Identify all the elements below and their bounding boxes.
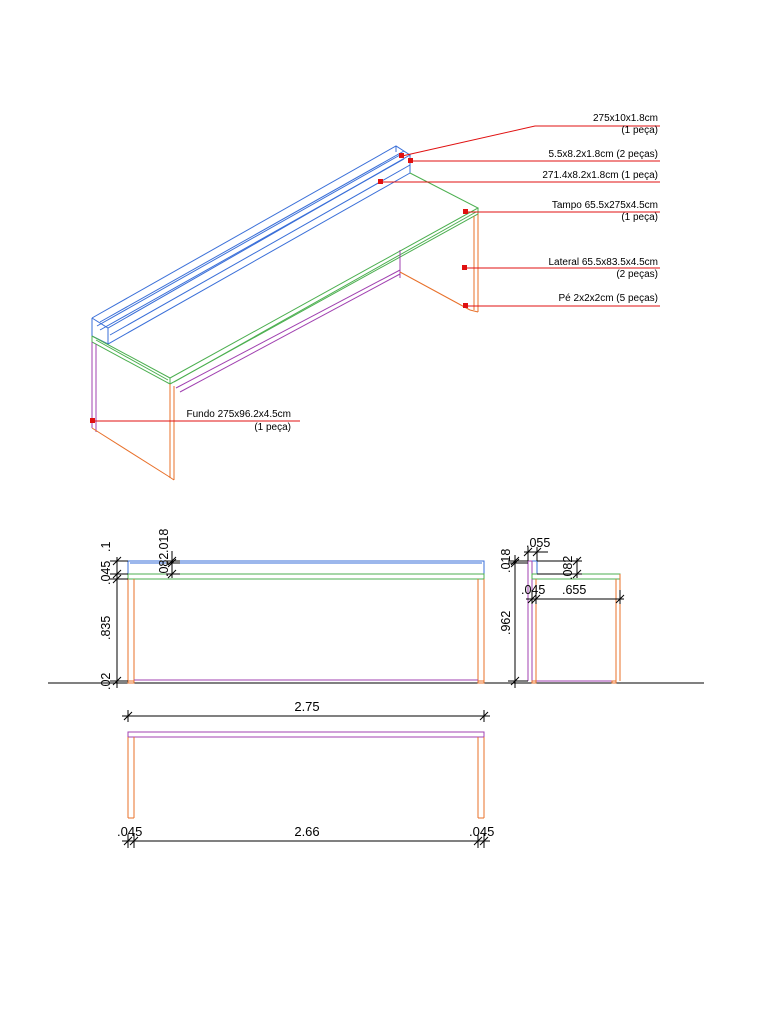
side-view: .018 .962 .055 .082 .045 .655 <box>499 536 625 688</box>
side-dim-962: .962 <box>499 611 513 635</box>
front-dim-835: .835 <box>99 616 113 640</box>
front-dim-chain <box>110 551 180 688</box>
side-dim-655: .655 <box>562 583 586 597</box>
label-lateral-qty: (2 peças) <box>616 269 658 280</box>
label-shelf-top: 275x10x1.8cm <box>593 113 658 124</box>
front-dim-02: .02 <box>99 673 113 690</box>
isometric-view: 275x10x1.8cm (1 peça) 5.5x8.2x1.8cm (2 p… <box>90 113 660 481</box>
label-fundo: Fundo 275x96.2x4.5cm <box>186 409 291 420</box>
plan-dim-inner: 2.66 <box>294 824 319 839</box>
label-lateral: Lateral 65.5x83.5x4.5cm <box>548 257 658 268</box>
side-dim-chain <box>508 547 625 688</box>
plan-dim-total: 2.75 <box>294 699 319 714</box>
plan-dim-chain <box>122 710 490 848</box>
label-tampo-qty: (1 peça) <box>621 212 658 223</box>
plan-view: 2.75 2.66 .045 .045 <box>117 699 494 848</box>
label-pe: Pé 2x2x2cm (5 peças) <box>559 293 659 304</box>
front-dim-082: .082 <box>157 553 171 577</box>
side-dim-082: .082 <box>561 556 575 580</box>
plan-dim-right: .045 <box>469 824 494 839</box>
isometric-back <box>91 250 401 432</box>
label-shelf-side: 5.5x8.2x1.8cm (2 peças) <box>549 149 659 160</box>
label-shelf-top-qty: (1 peça) <box>621 125 658 136</box>
label-shelf-back: 271.4x8.2x1.8cm (1 peça) <box>542 170 658 181</box>
side-dim-045: .045 <box>521 583 545 597</box>
front-dim-018: .018 <box>157 529 171 553</box>
leader-dots <box>90 153 468 423</box>
plan-dim-left: .045 <box>117 824 142 839</box>
front-view: .02 .835 .045 .1 .082 .018 <box>99 529 485 690</box>
front-dim-045: .045 <box>99 561 113 585</box>
side-dim-055: .055 <box>526 536 550 550</box>
isometric-leaders <box>92 125 660 422</box>
isometric-legs <box>91 214 479 481</box>
label-tampo: Tampo 65.5x275x4.5cm <box>552 200 658 211</box>
label-fundo-qty: (1 peça) <box>254 422 291 433</box>
isometric-shelf <box>91 145 411 345</box>
side-dim-018: .018 <box>499 549 513 573</box>
front-dim-1: .1 <box>99 542 113 552</box>
isometric-top <box>91 172 480 385</box>
